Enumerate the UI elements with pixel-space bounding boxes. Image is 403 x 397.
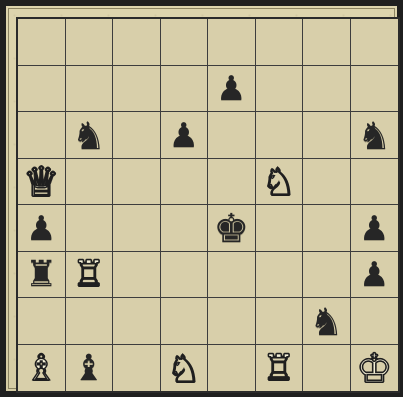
board-square xyxy=(256,252,304,299)
board-square: ♟ xyxy=(208,66,256,113)
board-square xyxy=(113,112,161,159)
black-bishop-icon: ♝ xyxy=(73,351,105,387)
board-square: ♟ xyxy=(351,252,399,299)
board-square xyxy=(208,252,256,299)
black-pawn-icon: ♟ xyxy=(216,72,246,106)
board-square xyxy=(18,19,66,66)
board-square xyxy=(113,159,161,206)
board-square: ♟ xyxy=(351,205,399,252)
board-square xyxy=(66,298,114,345)
board-square xyxy=(161,252,209,299)
white-knight-icon: ♘ xyxy=(262,163,296,201)
board-square xyxy=(66,159,114,206)
black-knight-icon: ♞ xyxy=(72,117,106,155)
chess-board: ♟ ♞ ♟ ♞ ♕ ♘ ♟ ♚ ♟ ♜ ♖ ♟ ♞ ♗ ♝ ♘ ♖ ♔ xyxy=(16,17,400,393)
board-square xyxy=(208,159,256,206)
white-king-icon: ♔ xyxy=(356,349,392,389)
board-square xyxy=(351,19,399,66)
board-square xyxy=(18,112,66,159)
board-square: ♕ xyxy=(18,159,66,206)
board-square: ♘ xyxy=(256,159,304,206)
board-square xyxy=(18,298,66,345)
board-square: ♟ xyxy=(18,205,66,252)
black-pawn-icon: ♟ xyxy=(169,119,199,153)
board-square xyxy=(161,159,209,206)
board-square xyxy=(303,252,351,299)
black-king-icon: ♚ xyxy=(213,209,249,249)
board-square xyxy=(256,66,304,113)
board-square xyxy=(351,298,399,345)
board-square xyxy=(208,112,256,159)
black-pawn-icon: ♟ xyxy=(26,212,56,246)
board-square xyxy=(351,66,399,113)
white-queen-icon: ♕ xyxy=(23,162,60,203)
black-pawn-icon: ♟ xyxy=(359,212,389,246)
board-square: ♞ xyxy=(66,112,114,159)
board-square xyxy=(256,205,304,252)
board-square xyxy=(303,112,351,159)
board-square xyxy=(113,66,161,113)
board-square: ♞ xyxy=(303,298,351,345)
board-square xyxy=(303,159,351,206)
board-square: ♘ xyxy=(161,345,209,392)
board-square xyxy=(256,298,304,345)
board-square xyxy=(208,19,256,66)
black-pawn-icon: ♟ xyxy=(359,258,389,292)
board-square xyxy=(208,298,256,345)
board-square xyxy=(66,19,114,66)
board-square: ♚ xyxy=(208,205,256,252)
board-square: ♔ xyxy=(351,345,399,392)
board-square xyxy=(66,205,114,252)
board-square xyxy=(161,298,209,345)
board-square xyxy=(256,112,304,159)
board-square: ♖ xyxy=(256,345,304,392)
board-square: ♟ xyxy=(161,112,209,159)
board-square xyxy=(113,345,161,392)
board-square: ♝ xyxy=(66,345,114,392)
board-square xyxy=(113,205,161,252)
board-square: ♗ xyxy=(18,345,66,392)
board-square xyxy=(161,66,209,113)
board-square: ♞ xyxy=(351,112,399,159)
board-square xyxy=(113,19,161,66)
board-square xyxy=(303,345,351,392)
board-square: ♖ xyxy=(66,252,114,299)
black-knight-icon: ♞ xyxy=(357,117,391,155)
board-square xyxy=(18,66,66,113)
board-square xyxy=(256,19,304,66)
board-square xyxy=(303,66,351,113)
black-rook-icon: ♜ xyxy=(25,257,57,293)
white-rook-icon: ♖ xyxy=(263,351,295,387)
board-square xyxy=(303,205,351,252)
white-rook-icon: ♖ xyxy=(73,257,105,293)
board-square: ♜ xyxy=(18,252,66,299)
white-knight-icon: ♘ xyxy=(167,350,201,388)
board-square xyxy=(66,66,114,113)
white-bishop-icon: ♗ xyxy=(25,351,57,387)
board-square xyxy=(208,345,256,392)
board-square xyxy=(303,19,351,66)
board-square xyxy=(351,159,399,206)
board-square xyxy=(161,205,209,252)
black-knight-icon: ♞ xyxy=(309,303,343,341)
board-square xyxy=(113,298,161,345)
board-square xyxy=(161,19,209,66)
board-square xyxy=(113,252,161,299)
